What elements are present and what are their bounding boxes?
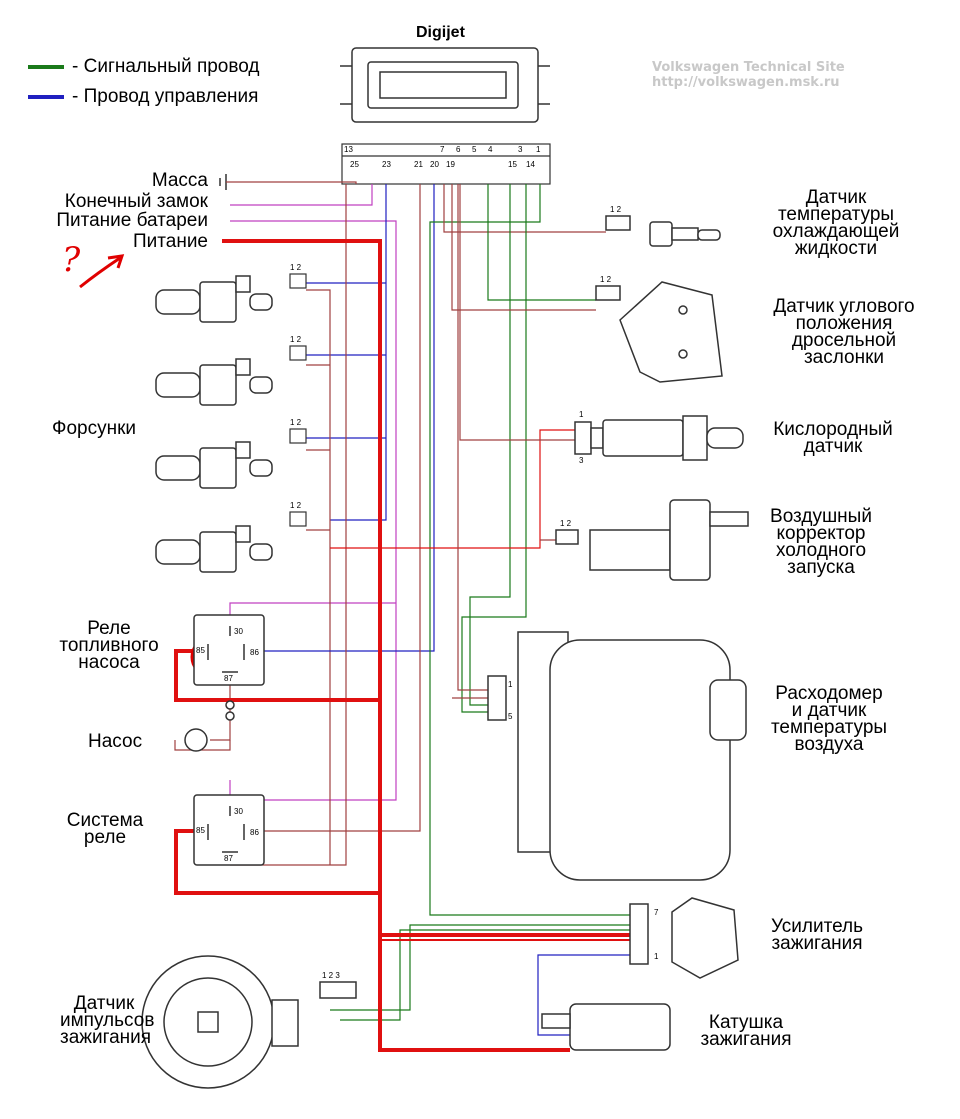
label-battery: Питание батареи: [56, 210, 208, 231]
cold-start-corrector-symbol: [555, 499, 749, 581]
pump-motor: [184, 700, 235, 752]
ecu-pin: 23: [382, 160, 391, 169]
label-ignition-pulse-sensor: Датчик импульсов зажигания: [60, 993, 155, 1048]
label-power: Питание: [133, 231, 208, 252]
pin-label: 1 2: [600, 275, 612, 284]
label-pump: Насос: [88, 731, 143, 752]
pin-label: 1 2: [560, 519, 572, 528]
relay-pin: 30: [234, 807, 243, 816]
pin-label: 1: [654, 952, 659, 961]
signal-swatch: [28, 64, 64, 69]
ecu-unit: [340, 47, 550, 123]
relay-pin: 87: [224, 854, 233, 863]
injector-4: [155, 525, 273, 573]
power-wires: [174, 239, 630, 1052]
throttle-sensor-symbol: [595, 281, 723, 383]
distributor-symbol: [141, 955, 357, 1089]
relay-pin: 86: [250, 648, 259, 657]
ecu-pin: 15: [508, 160, 517, 169]
ecu-pin: 25: [350, 160, 359, 169]
ecu-pin: 13: [344, 145, 353, 154]
watermark-line-2: http://volkswagen.msk.ru: [652, 75, 840, 90]
pin-label: 3: [579, 456, 584, 465]
air-flow-meter-symbol: [487, 631, 747, 881]
ecu-pin: 5: [472, 145, 477, 154]
wires: [174, 181, 630, 1036]
ignition-coil-symbol: [541, 1003, 671, 1051]
ecu-pin: 19: [446, 160, 455, 169]
label-ignition-amplifier: Усилитель зажигания: [770, 916, 864, 954]
pin-label: 1 2: [290, 501, 302, 510]
pin-label: 1: [508, 680, 513, 689]
relay-pin: 85: [196, 826, 205, 835]
coolant-temp-sensor-symbol: [605, 215, 721, 247]
pin-label: 1 2: [290, 418, 302, 427]
oxygen-sensor-symbol: [574, 415, 744, 461]
ecu-pin: 14: [526, 160, 535, 169]
legend-signal-label: - Сигнальный провод: [72, 56, 260, 77]
label-coolant-temp-sensor: Датчик температуры охлаждающей жидкости: [772, 187, 900, 259]
system-relay: [193, 794, 265, 866]
ecu-pin: 21: [414, 160, 423, 169]
label-cold-start-corrector: Воздушный корректор холодного запуска: [770, 506, 872, 578]
watermark-line-1: Volkswagen Technical Site: [652, 60, 845, 75]
label-ignition-coil: Катушка зажигания: [700, 1012, 792, 1050]
ecu-pin: 4: [488, 145, 493, 154]
ecu-pin: 7: [440, 145, 445, 154]
label-air-flow-meter: Расходомер и датчик температуры воздуха: [770, 683, 888, 755]
legend-signal: - Сигнальный провод: [28, 56, 260, 78]
pin-label: 1 2 3: [322, 971, 340, 980]
ground-symbol: [219, 174, 227, 190]
pin-label: 1 2: [290, 335, 302, 344]
injector-connectors: [289, 273, 307, 527]
label-ground: Масса: [151, 170, 208, 191]
relay-pin: 87: [224, 674, 233, 683]
pin-label: 1: [579, 410, 584, 419]
relay-pin: 30: [234, 627, 243, 636]
relay-pin: 86: [250, 828, 259, 837]
ecu-pin: 1: [536, 145, 541, 154]
injectors: [155, 275, 273, 573]
question-mark: ?: [62, 240, 81, 280]
label-end-lock: Конечный замок: [64, 191, 208, 212]
pin-label: 1 2: [290, 263, 302, 272]
ecu-pin: 6: [456, 145, 461, 154]
label-fuel-pump-relay: Реле топливного насоса: [59, 618, 159, 673]
label-oxygen-sensor: Кислородный датчик: [773, 419, 893, 457]
ecu-connector: [341, 143, 551, 185]
watermark: Volkswagen Technical Site http://volkswa…: [652, 60, 845, 90]
ecu-pin: 20: [430, 160, 439, 169]
legend-control: - Провод управления: [28, 86, 258, 108]
label-system-relay: Система реле: [66, 810, 144, 848]
legend-control-label: - Провод управления: [72, 86, 259, 107]
ecu-pin: 3: [518, 145, 523, 154]
injector-3: [155, 441, 273, 489]
injector-2: [155, 358, 273, 406]
label-injectors: Форсунки: [52, 418, 136, 439]
pin-label: 1 2: [610, 205, 622, 214]
pin-label: 7: [654, 908, 659, 917]
ignition-amplifier-symbol: [629, 897, 739, 979]
relay-pin: 85: [196, 646, 205, 655]
injector-1: [155, 275, 273, 323]
diagram-title: Digijet: [416, 24, 465, 41]
pin-label: 5: [508, 712, 513, 721]
label-throttle-sensor: Датчик углового положения дросельной зас…: [773, 296, 915, 368]
fuel-pump-relay: [193, 614, 265, 686]
control-swatch: [28, 94, 64, 99]
